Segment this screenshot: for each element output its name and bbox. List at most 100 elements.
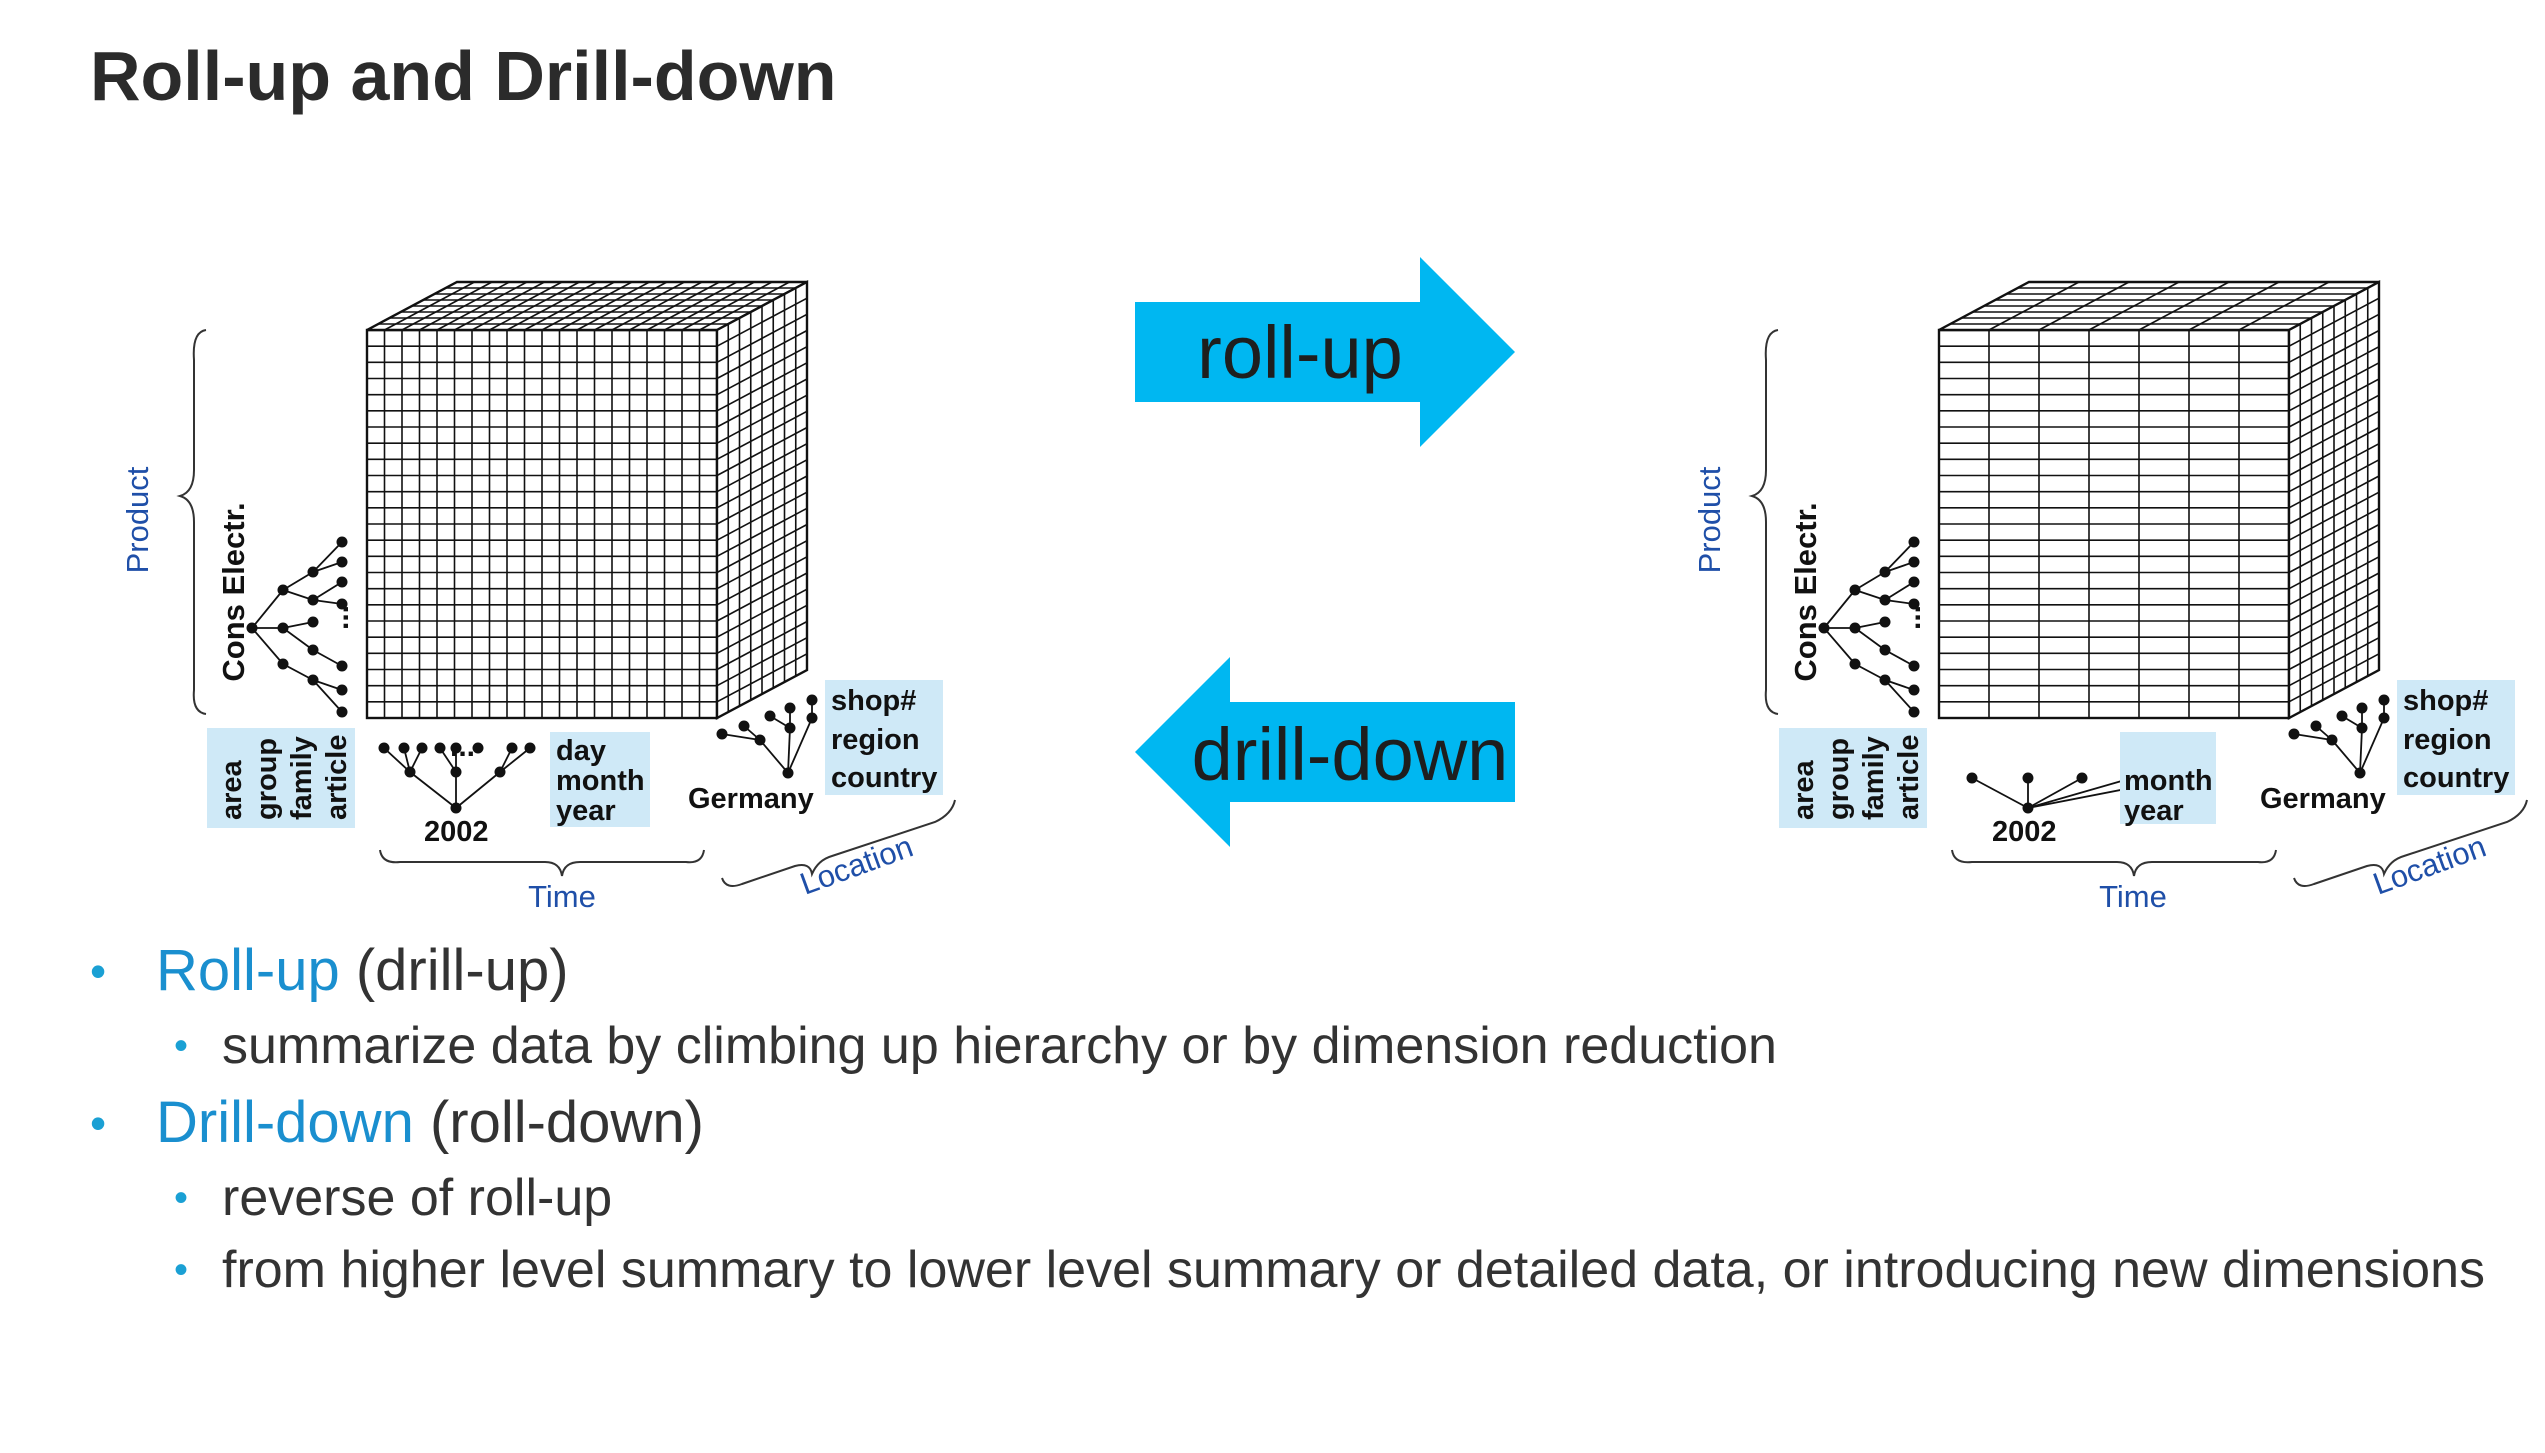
product-ellipsis: ... bbox=[322, 605, 355, 630]
tree-edge bbox=[1854, 571, 1886, 591]
tree-edge bbox=[1884, 581, 1915, 601]
tree-node bbox=[1908, 706, 1920, 718]
tree-edge bbox=[1823, 589, 1856, 629]
tree-edge bbox=[1884, 649, 1915, 667]
tree-node bbox=[754, 734, 766, 746]
location-axis-label: Location bbox=[795, 829, 917, 902]
tree-edge bbox=[282, 627, 314, 651]
product-levels-box bbox=[1779, 728, 1927, 828]
keyword-rollup: Roll-up bbox=[156, 938, 340, 1003]
drilldown-description-2: from higher level summary to lower level… bbox=[222, 1241, 2485, 1299]
bullet-dot: • bbox=[174, 1024, 189, 1068]
tree-node bbox=[307, 644, 319, 656]
keyword-drilldown: Drill-down bbox=[156, 1090, 414, 1155]
product-level-area: area bbox=[1788, 759, 1820, 820]
product-root-label: Cons Electr. bbox=[216, 502, 251, 681]
tree-node bbox=[2310, 720, 2322, 732]
tree-edge bbox=[312, 581, 343, 601]
tree-node bbox=[1849, 584, 1861, 596]
product-level-family: family bbox=[1858, 736, 1890, 820]
tree-edge bbox=[312, 541, 343, 573]
location-axis-label: Location bbox=[2368, 829, 2490, 902]
tree-node bbox=[472, 742, 484, 754]
tree-node bbox=[524, 742, 536, 754]
tree-node bbox=[1908, 660, 1920, 672]
detailed-cube bbox=[176, 280, 956, 887]
page-title: Roll-up and Drill-down bbox=[90, 37, 837, 115]
drilldown-description-1: reverse of roll-up bbox=[222, 1169, 613, 1227]
product-level-group: group bbox=[1823, 738, 1855, 820]
bullet-dot: • bbox=[90, 945, 107, 997]
time-axis-label: Time bbox=[528, 879, 596, 914]
tree-edge bbox=[2027, 777, 2133, 809]
time-level-year: year bbox=[556, 795, 616, 827]
tree-node bbox=[716, 728, 728, 740]
product-axis-label: Product bbox=[1692, 466, 1727, 573]
tree-node bbox=[416, 742, 428, 754]
product-axis-label: Product bbox=[120, 466, 155, 573]
tree-edge bbox=[251, 589, 284, 629]
tree-node bbox=[1849, 622, 1861, 634]
tree-node bbox=[738, 720, 750, 732]
tree-edge bbox=[2359, 727, 2363, 774]
location-root-label: Germany bbox=[2260, 783, 2386, 815]
tree-node bbox=[336, 660, 348, 672]
location-level-shop: shop# bbox=[2403, 685, 2488, 717]
bullet-dot: • bbox=[174, 1248, 189, 1292]
tree-edge bbox=[2027, 777, 2083, 809]
time-brace bbox=[1951, 849, 2277, 877]
time-root-label: 2002 bbox=[424, 816, 489, 848]
tree-node bbox=[764, 710, 776, 722]
tree-edge bbox=[787, 727, 791, 774]
tree-node bbox=[806, 694, 818, 706]
summarized-cube bbox=[1748, 280, 2528, 887]
tree-edge bbox=[409, 771, 457, 809]
tree-node bbox=[450, 742, 462, 754]
product-level-article: article bbox=[321, 735, 353, 820]
tree-node bbox=[336, 684, 348, 696]
bullet-dot: • bbox=[174, 1176, 189, 1220]
tree-node bbox=[2354, 767, 2366, 779]
tree-node bbox=[336, 576, 348, 588]
tree-edge bbox=[251, 627, 284, 665]
tree-node bbox=[277, 658, 289, 670]
tree-node bbox=[1908, 556, 1920, 568]
location-brace bbox=[721, 799, 956, 887]
tree-node bbox=[1908, 684, 1920, 696]
tree-edge bbox=[312, 679, 343, 713]
tree-edge bbox=[787, 717, 813, 774]
tree-edge bbox=[282, 571, 314, 591]
tree-node bbox=[2356, 722, 2368, 734]
time-level-day: day bbox=[556, 735, 606, 767]
tree-node bbox=[1879, 616, 1891, 628]
drilldown-alias: (roll-down) bbox=[413, 1090, 704, 1155]
tree-edge bbox=[1854, 663, 1886, 681]
location-levels-box bbox=[825, 680, 943, 795]
tree-node bbox=[336, 536, 348, 548]
tree-node bbox=[2356, 702, 2368, 714]
tree-node bbox=[2336, 710, 2348, 722]
sub-bullet: •summarize data by climbing up hierarchy… bbox=[90, 1013, 2510, 1079]
tree-node bbox=[450, 802, 462, 814]
tree-node bbox=[336, 598, 348, 610]
tree-edge bbox=[455, 771, 501, 809]
tree-node bbox=[378, 742, 390, 754]
tree-node bbox=[1908, 598, 1920, 610]
tree-node bbox=[307, 616, 319, 628]
tree-edge bbox=[1884, 541, 1915, 573]
tree-node bbox=[1818, 622, 1830, 634]
product-level-article: article bbox=[1893, 735, 1925, 820]
tree-node bbox=[784, 722, 796, 734]
tree-node bbox=[1879, 674, 1891, 686]
tree-edge bbox=[383, 747, 411, 773]
tree-node bbox=[1879, 594, 1891, 606]
bullet-rollup: •Roll-up (drill-up) bbox=[90, 935, 2510, 1007]
tree-edge bbox=[312, 649, 343, 667]
tree-node bbox=[1908, 536, 1920, 548]
time-level-year: year bbox=[2124, 795, 2184, 827]
time-brace bbox=[379, 849, 705, 877]
tree-node bbox=[307, 674, 319, 686]
rollup-label: roll-up bbox=[1197, 311, 1403, 394]
tree-node bbox=[277, 584, 289, 596]
